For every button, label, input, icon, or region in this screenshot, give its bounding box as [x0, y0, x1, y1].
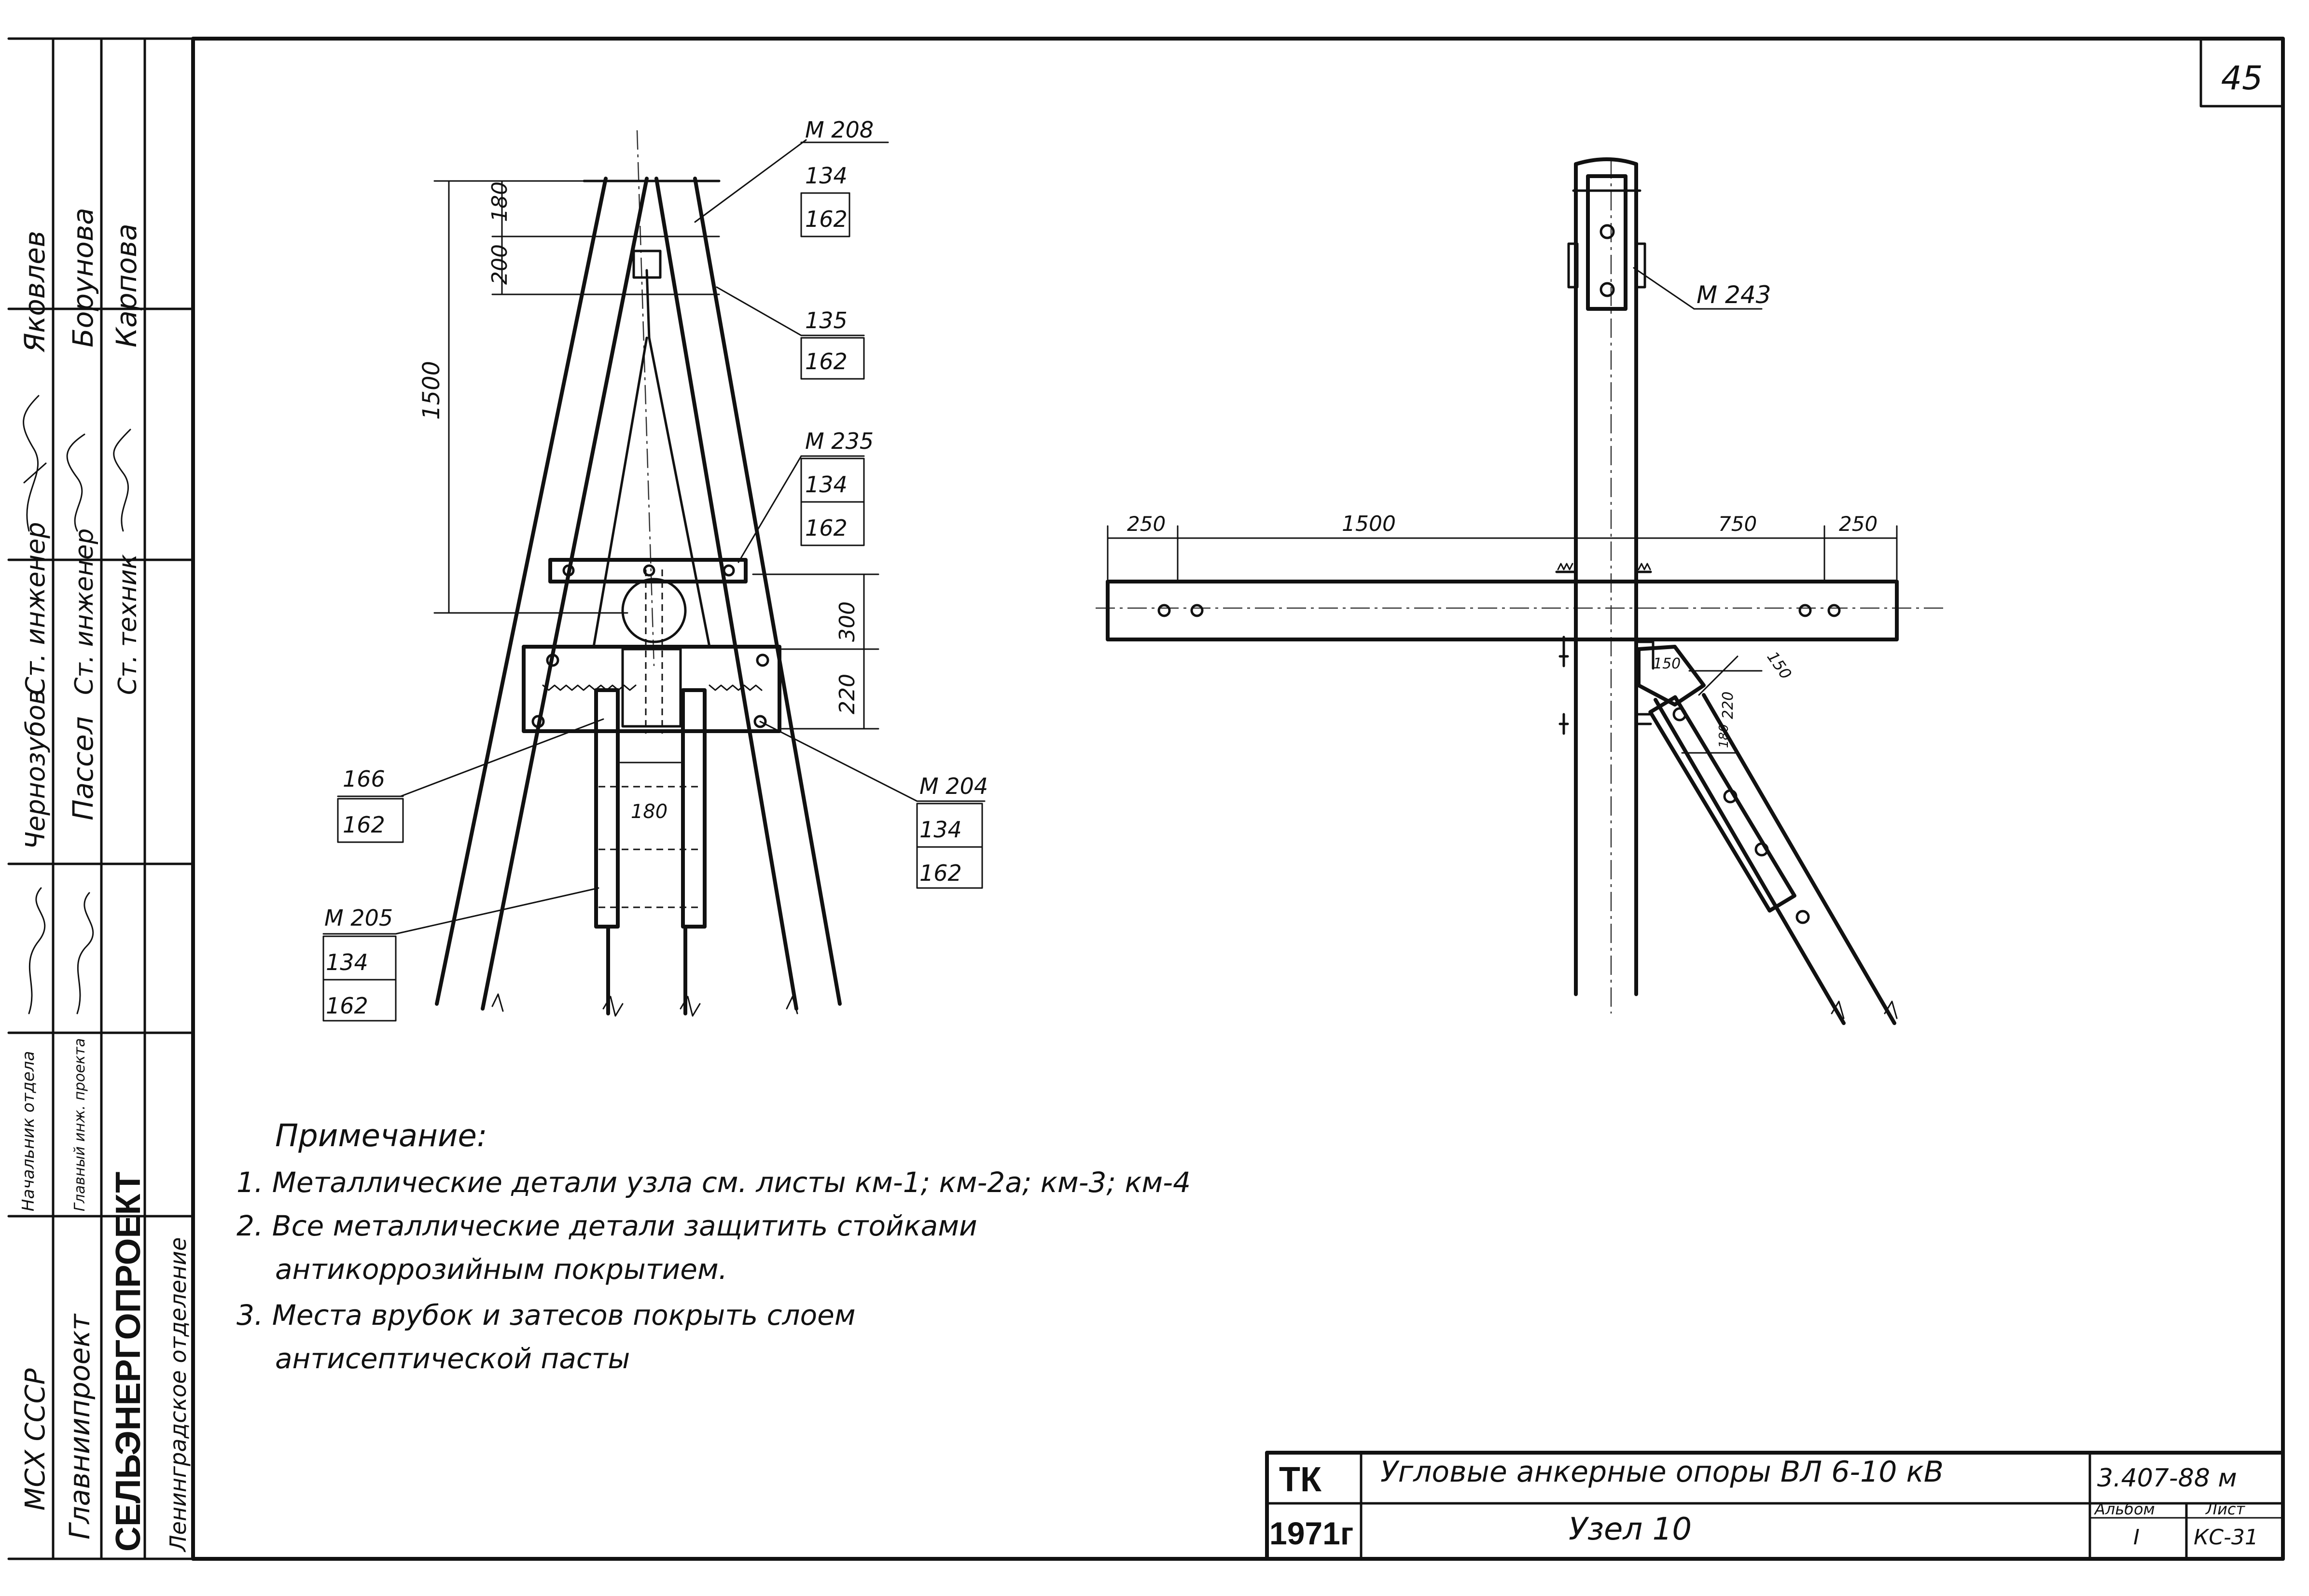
callout-m243: М 243 [1697, 281, 1771, 309]
tb-sheet-label: Лист [2205, 1500, 2245, 1518]
dim-250-right: 250 [1839, 512, 1878, 536]
stamp-name-2: Пассел [67, 716, 99, 820]
left-view: 180 200 1500 300 220 180 М 208 134 162 1… [322, 117, 988, 1022]
tb-album-label: Альбом [2094, 1500, 2155, 1518]
callout-top1-b: 162 [805, 206, 848, 232]
stamp-role-4: Начальник отдела [19, 1051, 38, 1211]
callout-mid-a: 134 [805, 472, 848, 498]
stamp-role-1: Ст. инженер [20, 522, 51, 695]
stamp-role-5: Главный инж. проекта [71, 1038, 88, 1211]
signature-2 [66, 433, 85, 532]
callout-top1-code: М 208 [805, 117, 874, 143]
dim-150-b: 150 [1763, 648, 1795, 683]
tb-title: Угловые анкерные опоры ВЛ 6-10 кВ [1380, 1455, 1944, 1489]
dim-150-a: 150 [1653, 655, 1681, 672]
callout-lu-b: 162 [343, 812, 385, 838]
note-3: 3. Места врубок и затесов покрыть слоем [236, 1299, 856, 1332]
stamp-name-3: Яковлев [18, 231, 51, 353]
callout-right-code: М 204 [919, 773, 988, 799]
notes-heading: Примечание: [275, 1118, 487, 1154]
signature-1 [23, 395, 47, 532]
dim-180-mid: 180 [631, 801, 668, 823]
callout-mid-b: 162 [805, 515, 848, 541]
callout-ll-b: 162 [326, 993, 368, 1019]
signature-3 [113, 429, 131, 532]
callout-top2-b: 162 [805, 348, 848, 375]
dim-200: 200 [487, 244, 512, 285]
note-2-cont: антикоррозийным покрытием. [275, 1253, 727, 1286]
tb-subtitle: Узел 10 [1569, 1512, 1692, 1547]
tb-doc-number: 3.407-88 м [2097, 1464, 2237, 1493]
dim-1500-right: 1500 [1342, 512, 1396, 536]
stamp-name-5: Карпова [110, 223, 143, 347]
sheet-frame [191, 37, 2285, 1561]
stamp-org-1: МСХ СССР [20, 1368, 51, 1511]
note-3-cont: антисептической пасты [275, 1342, 630, 1375]
tb-code: ТК [1279, 1460, 1322, 1499]
dim-220-right: 220 [1720, 692, 1737, 719]
dim-300: 300 [835, 601, 860, 642]
notes: Примечание: 1. Металлические детали узла… [236, 1118, 1191, 1375]
callout-right-a: 134 [919, 817, 962, 843]
stamp-org-4: Ленинградское отделение [165, 1237, 191, 1553]
callout-ll-code: М 205 [324, 905, 393, 931]
stamp-org-3: СЕЛЬЭНЕРГОПРОЕКТ [109, 1172, 148, 1552]
callout-top1-a: 134 [805, 163, 848, 189]
tb-year: 1971г [1269, 1515, 1353, 1551]
sheet-number: 45 [2221, 59, 2263, 97]
right-view: М 243 250 1500 750 [1096, 157, 1945, 1025]
dim-180-right: 180 [1717, 724, 1731, 748]
tb-album-value: I [2133, 1525, 2140, 1550]
tb-sheet-value: КС-31 [2194, 1525, 2258, 1550]
sheet-number-box [2199, 37, 2284, 108]
stamp-org-2: Главниипроект [63, 1313, 96, 1540]
stamp-name-1: Чернозубов [20, 689, 51, 849]
note-1: 1. Металлические детали узла см. листы к… [236, 1166, 1191, 1199]
title-block: ТК 1971г Угловые анкерные опоры ВЛ 6-10 … [1265, 1451, 2285, 1561]
stamp-name-4: Борунова [67, 208, 99, 347]
callout-ll-a: 134 [326, 949, 368, 975]
dim-250-left: 250 [1127, 512, 1166, 536]
signature-5 [76, 892, 94, 1014]
dim-1500-left: 1500 [418, 361, 445, 420]
stamp-role-3: Ст. техник [113, 554, 142, 695]
left-stamp: Чернозубов Ст. инженер Яковлев Пассел Ст… [7, 37, 195, 1560]
signature-4 [28, 887, 46, 1014]
dim-180-top: 180 [487, 181, 512, 222]
callout-top2-a: 135 [805, 307, 848, 333]
callout-lu-a: 166 [343, 766, 385, 792]
callout-mid-code: М 235 [805, 428, 874, 454]
stamp-role-2: Ст. инженер [70, 528, 99, 695]
dim-750: 750 [1718, 512, 1757, 536]
callout-right-b: 162 [919, 860, 962, 886]
dim-220-left: 220 [835, 674, 860, 714]
note-2: 2. Все металлические детали защитить сто… [236, 1209, 977, 1242]
